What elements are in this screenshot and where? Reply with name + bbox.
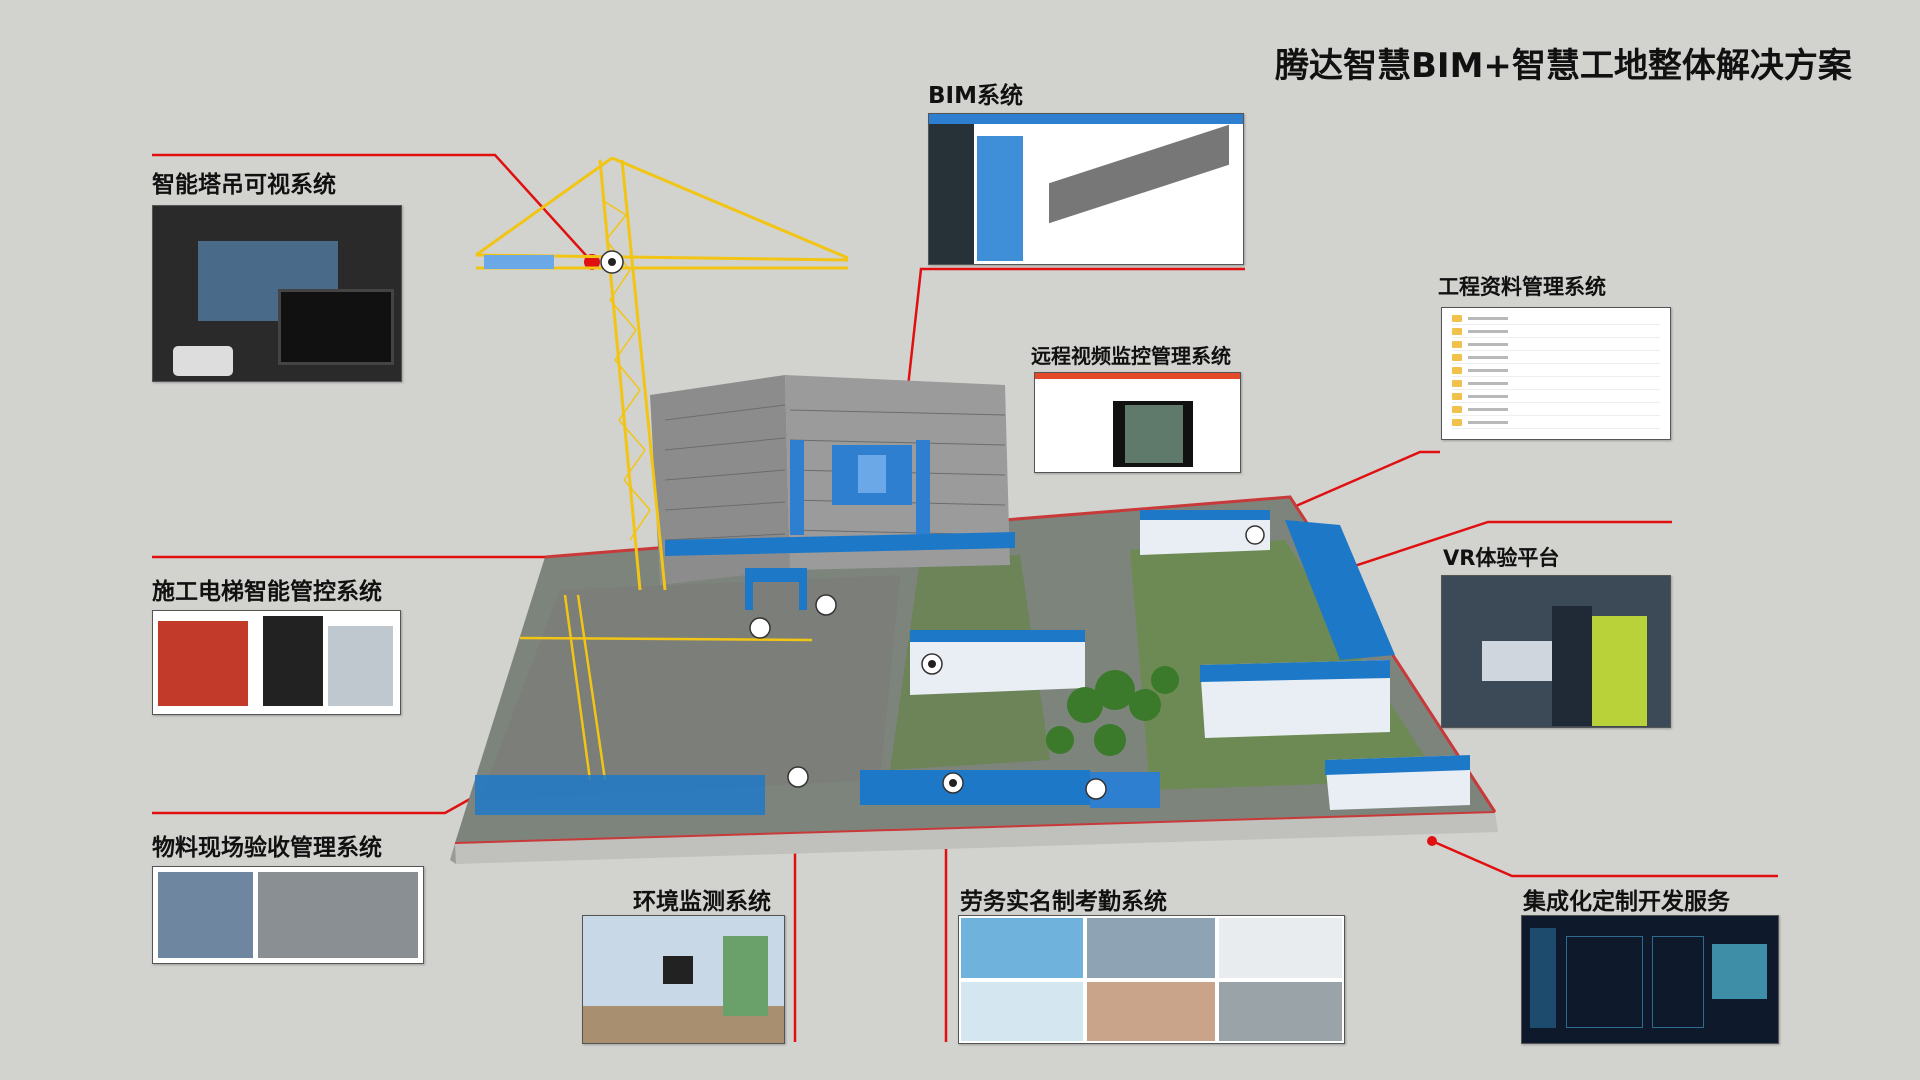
label-video-monitor: 远程视频监控管理系统 (1031, 344, 1231, 368)
labor-screenshot (958, 915, 1345, 1044)
label-material: 物料现场验收管理系统 (152, 835, 382, 861)
label-labor: 劳务实名制考勤系统 (960, 889, 1167, 915)
documents-screenshot (1441, 307, 1671, 440)
label-environment: 环境监测系统 (633, 889, 771, 915)
video-monitor-screenshot (1034, 372, 1241, 473)
environment-screenshot (582, 915, 785, 1044)
leader-custom-dev (1431, 839, 1778, 878)
label-documents: 工程资料管理系统 (1438, 275, 1606, 299)
vr-screenshot (1441, 575, 1671, 728)
label-custom-dev: 集成化定制开发服务 (1523, 889, 1730, 915)
label-elevator: 施工电梯智能管控系统 (152, 579, 382, 605)
custom-dev-screenshot (1521, 915, 1779, 1044)
material-screenshot (152, 866, 424, 964)
page-title: 腾达智慧BIM+智慧工地整体解决方案 (1275, 46, 1852, 86)
elevator-screenshot (152, 610, 401, 715)
leader-bim (901, 267, 1245, 433)
bim-screenshot (928, 113, 1244, 265)
label-vr: VR体验平台 (1443, 546, 1560, 570)
label-bim: BIM系统 (928, 83, 1023, 109)
leader-tower-crane (152, 153, 593, 263)
tower-crane-screenshot (152, 205, 402, 382)
label-tower-crane: 智能塔吊可视系统 (152, 172, 336, 198)
